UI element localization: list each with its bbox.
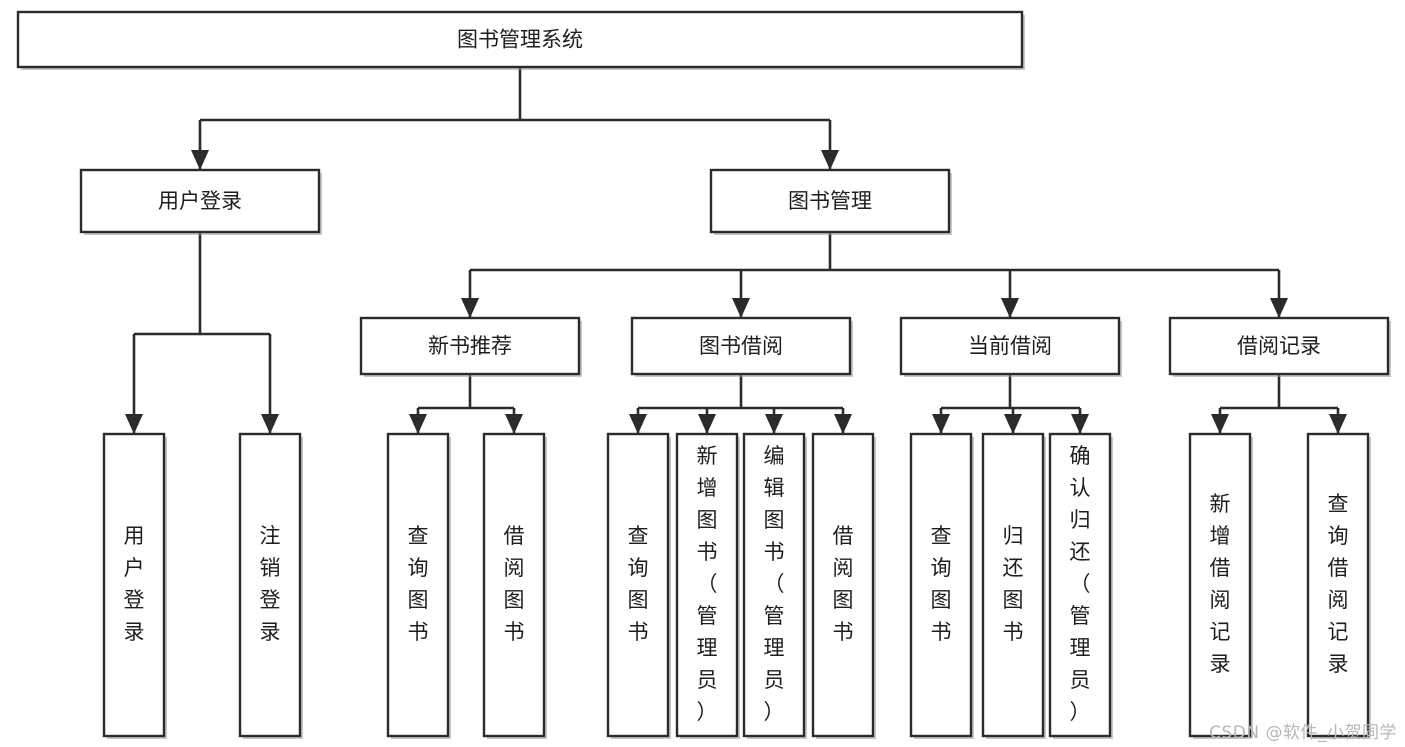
arrow-head-icon <box>821 150 839 170</box>
node-root[interactable]: 图书管理系统 <box>16 10 1025 70</box>
connector-group-borrow-record <box>1211 374 1347 434</box>
node-box <box>482 432 546 738</box>
node-leaf-user-login[interactable]: 用户登录 <box>102 432 167 739</box>
arrow-head-icon <box>1211 414 1229 434</box>
node-box <box>709 168 951 234</box>
node-label: 当前借阅 <box>968 334 1052 358</box>
arrow-head-icon <box>932 414 950 434</box>
arrow-head-icon <box>629 414 647 434</box>
node-leaf-confirm-return[interactable]: 确认归还（管理员） <box>1048 432 1113 739</box>
connector-group-root <box>191 67 839 170</box>
node-label: 图书管理系统 <box>457 28 583 52</box>
arrow-head-icon <box>732 298 750 318</box>
node-box <box>630 316 852 376</box>
node-leaf-query-book-2[interactable]: 查询图书 <box>606 432 671 739</box>
node-box <box>359 316 581 376</box>
node-box <box>238 432 302 738</box>
arrow-head-icon <box>1001 298 1019 318</box>
node-label: 借阅记录 <box>1237 334 1321 358</box>
node-label: 归还图书 <box>1003 524 1024 644</box>
arrow-head-icon <box>125 414 143 434</box>
node-box <box>1188 432 1252 738</box>
node-box <box>102 432 166 738</box>
arrow-head-icon <box>1004 414 1022 434</box>
arrow-head-icon <box>1270 298 1288 318</box>
node-leaf-return-book[interactable]: 归还图书 <box>981 432 1046 739</box>
node-label: 查询借阅记录 <box>1328 492 1349 676</box>
node-leaf-borrow-book-2[interactable]: 借阅图书 <box>811 432 876 739</box>
node-label: 查询图书 <box>408 524 429 644</box>
connector-layer <box>125 67 1347 434</box>
node-leaf-add-record[interactable]: 新增借阅记录 <box>1188 432 1253 739</box>
connector-group-book-borrow <box>629 374 852 434</box>
node-box <box>909 432 973 738</box>
node-box <box>811 432 875 738</box>
node-box <box>899 316 1121 376</box>
node-box <box>742 432 806 738</box>
arrow-head-icon <box>1329 414 1347 434</box>
node-leaf-query-book-1[interactable]: 查询图书 <box>386 432 451 739</box>
node-box <box>606 432 670 738</box>
arrow-head-icon <box>834 414 852 434</box>
node-label: 查询图书 <box>628 524 649 644</box>
csdn-watermark: CSDN @软件_小贺同学 <box>1209 723 1397 743</box>
node-box <box>675 432 739 738</box>
node-borrow-record[interactable]: 借阅记录 <box>1168 316 1391 377</box>
node-user-login[interactable]: 用户登录 <box>79 168 322 235</box>
arrow-head-icon <box>461 298 479 318</box>
node-box <box>1168 316 1390 376</box>
connector-group-book-manage <box>461 232 1288 318</box>
node-label: 查询图书 <box>931 524 952 644</box>
node-box <box>79 168 321 234</box>
node-box <box>981 432 1045 738</box>
node-leaf-query-book-3[interactable]: 查询图书 <box>909 432 974 739</box>
node-label: 图书管理 <box>788 189 872 213</box>
arrow-head-icon <box>1071 414 1089 434</box>
node-label: 注销登录 <box>260 524 281 644</box>
connector-group-current-borrow <box>932 374 1089 434</box>
node-label: 用户登录 <box>158 189 242 213</box>
node-box <box>16 10 1024 69</box>
node-label: 图书借阅 <box>699 334 783 358</box>
node-new-book-rec[interactable]: 新书推荐 <box>359 316 582 377</box>
node-label: 借阅图书 <box>504 524 525 644</box>
node-box <box>1048 432 1112 738</box>
node-label: 借阅图书 <box>833 524 854 644</box>
arrow-head-icon <box>505 414 523 434</box>
node-leaf-add-book[interactable]: 新增图书（管理员） <box>675 432 740 739</box>
node-label: 用户登录 <box>124 524 145 644</box>
connector-group-user-login <box>125 232 279 434</box>
connector-group-new-book-rec <box>409 374 523 434</box>
arrow-head-icon <box>261 414 279 434</box>
node-book-borrow[interactable]: 图书借阅 <box>630 316 853 377</box>
node-label: 新增图书（管理员） <box>697 444 718 724</box>
node-label: 新增借阅记录 <box>1210 492 1231 676</box>
arrow-head-icon <box>409 414 427 434</box>
node-leaf-edit-book[interactable]: 编辑图书（管理员） <box>742 432 807 739</box>
node-leaf-query-record[interactable]: 查询借阅记录 <box>1306 432 1371 739</box>
node-label: 确认归还（管理员） <box>1070 444 1091 724</box>
arrow-head-icon <box>698 414 716 434</box>
node-leaf-logout[interactable]: 注销登录 <box>238 432 303 739</box>
node-label: 新书推荐 <box>428 334 512 358</box>
node-layer: 图书管理系统用户登录图书管理新书推荐图书借阅当前借阅借阅记录用户登录注销登录查询… <box>16 10 1391 739</box>
node-leaf-borrow-book-1[interactable]: 借阅图书 <box>482 432 547 739</box>
node-box <box>1306 432 1370 738</box>
node-label: 编辑图书（管理员） <box>764 444 785 724</box>
node-box <box>386 432 450 738</box>
arrow-head-icon <box>191 150 209 170</box>
node-current-borrow[interactable]: 当前借阅 <box>899 316 1122 377</box>
arrow-head-icon <box>765 414 783 434</box>
node-book-manage[interactable]: 图书管理 <box>709 168 952 235</box>
